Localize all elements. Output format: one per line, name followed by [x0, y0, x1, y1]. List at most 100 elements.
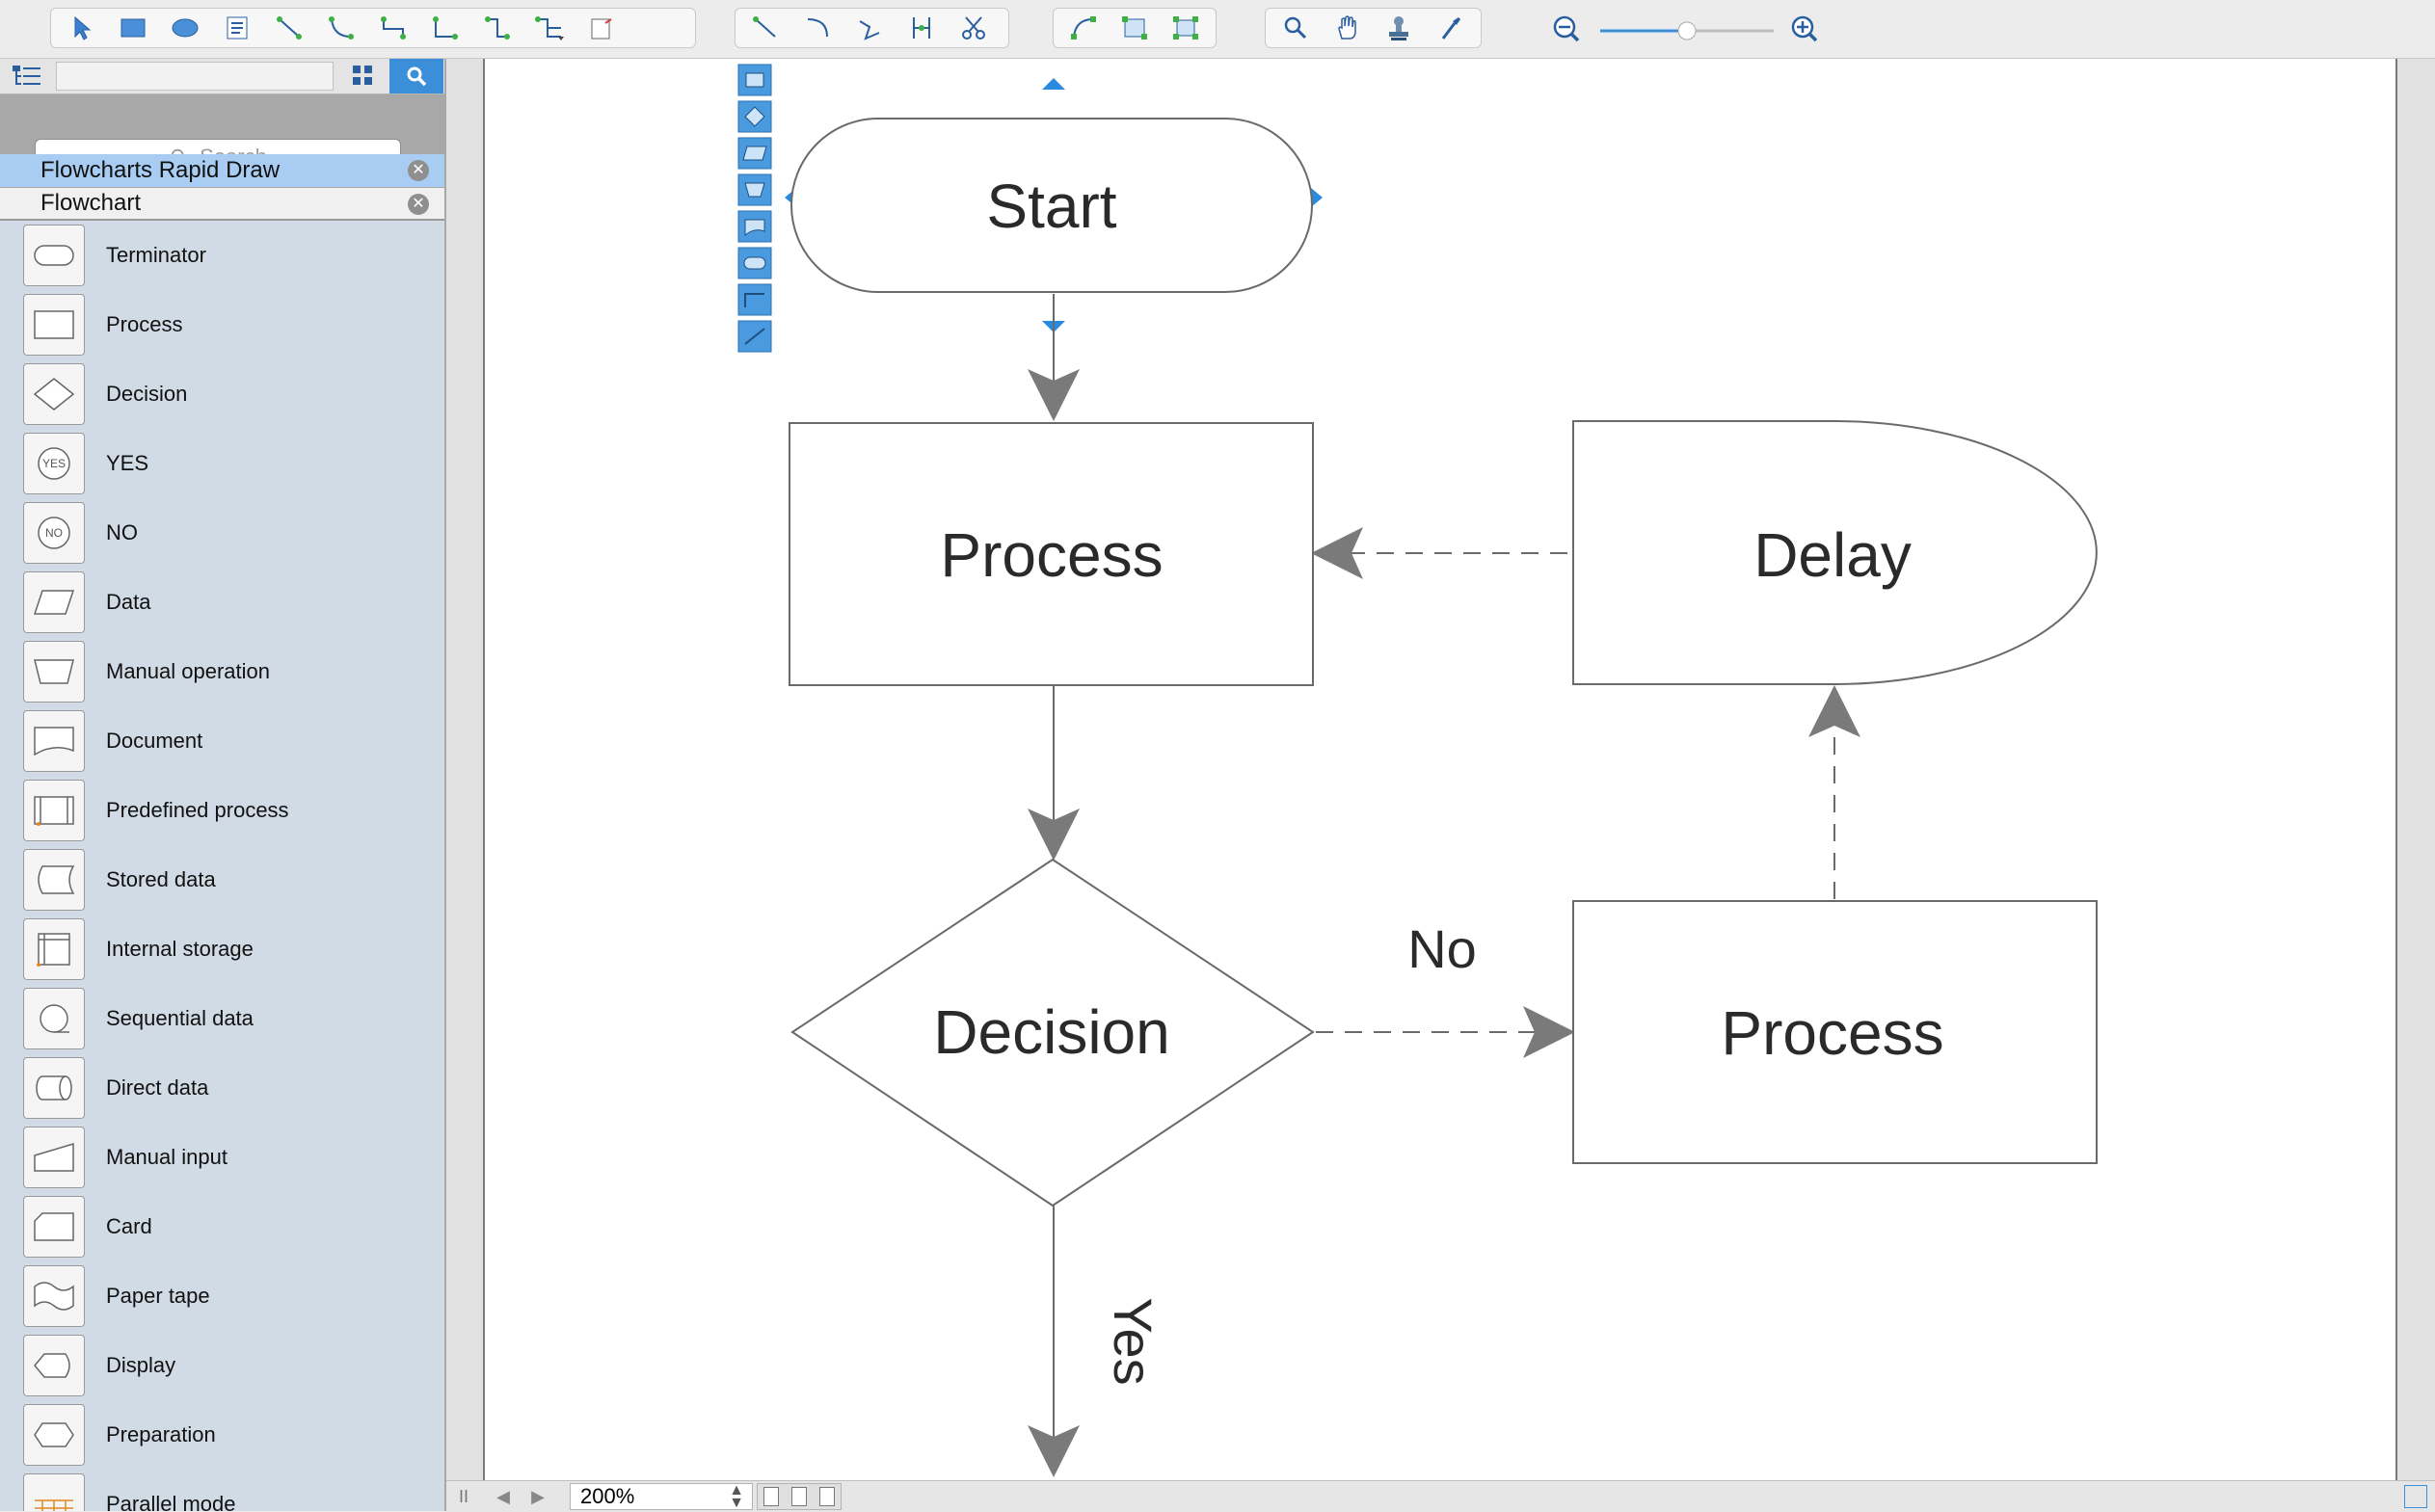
shape-item-yes[interactable]: YES YES — [0, 429, 444, 498]
zoom-out-icon[interactable] — [1553, 15, 1580, 42]
zoom-value: 200% — [580, 1484, 635, 1508]
direct-connector-icon[interactable] — [263, 9, 315, 47]
zoom-tool-icon[interactable] — [1270, 9, 1322, 47]
shape-label: Parallel mode — [106, 1492, 236, 1511]
internal-storage-icon — [23, 918, 85, 980]
zoom-in-icon[interactable] — [1791, 15, 1818, 42]
library-item-flowcharts-rapid-draw[interactable]: Flowcharts Rapid Draw ✕ — [0, 154, 444, 187]
decision-shape[interactable] — [790, 858, 1315, 1207]
drawing-page[interactable]: Start Process Delay Decision Process No … — [483, 59, 2397, 1480]
delay-shape[interactable] — [1572, 420, 2098, 685]
hand-tool-icon[interactable] — [1322, 9, 1374, 47]
polyline-tool-icon[interactable] — [843, 9, 896, 47]
stamp-tool-icon[interactable] — [1374, 9, 1426, 47]
group-tool-icon[interactable] — [1161, 9, 1212, 47]
shape-item-sequential-data[interactable]: Sequential data — [0, 984, 444, 1053]
yes-icon: YES — [23, 433, 85, 494]
process-icon — [23, 294, 85, 356]
close-icon[interactable]: ✕ — [408, 194, 429, 215]
shape-label: Document — [106, 729, 203, 753]
shape-item-manual-input[interactable]: Manual input — [0, 1123, 444, 1192]
insert-object-icon[interactable] — [575, 9, 628, 47]
shape-item-direct-data[interactable]: Direct data — [0, 1053, 444, 1123]
pause-icon[interactable]: II — [458, 1487, 468, 1506]
manual-operation-icon — [23, 641, 85, 703]
process-shape-2[interactable] — [1572, 900, 2098, 1164]
round-connector-icon[interactable] — [471, 9, 523, 47]
page-thumb-icon — [790, 1487, 807, 1506]
shape-item-predefined-process[interactable]: Predefined process — [0, 776, 444, 845]
process-shape[interactable] — [789, 422, 1314, 686]
chain-tools-group — [1053, 8, 1217, 48]
zoom-select[interactable]: 200% ▲▼ — [570, 1482, 753, 1511]
shape-item-parallel-mode[interactable]: Parallel mode — [0, 1470, 444, 1511]
page-prev-icon[interactable]: ◀ — [496, 1487, 510, 1506]
data-icon — [23, 571, 85, 633]
ellipse-tool-icon[interactable] — [159, 9, 211, 47]
tree-connector-icon[interactable] — [523, 9, 575, 47]
smart-connector-icon[interactable] — [367, 9, 419, 47]
close-icon[interactable]: ✕ — [408, 160, 429, 181]
shape-label: Predefined process — [106, 798, 289, 822]
scissors-tool-icon[interactable] — [948, 9, 1000, 47]
curve-connector-icon[interactable] — [419, 9, 471, 47]
shape-item-document[interactable]: Document — [0, 706, 444, 776]
bezier-tool-icon[interactable] — [896, 9, 948, 47]
shape-label: Process — [106, 312, 183, 336]
selection-handle-right[interactable] — [1311, 188, 1323, 207]
shape-label: Paper tape — [106, 1284, 210, 1308]
chevron-updown-icon: ▲▼ — [729, 1482, 744, 1511]
line-tool-icon[interactable] — [739, 9, 791, 47]
shape-label: Direct data — [106, 1075, 209, 1100]
page-next-icon[interactable]: ▶ — [531, 1487, 545, 1506]
fit-page-icon[interactable] — [2404, 1485, 2427, 1508]
shape-item-decision[interactable]: Decision — [0, 359, 444, 429]
library-item-flowchart[interactable]: Flowchart ✕ — [0, 188, 444, 221]
zoom-slider-knob[interactable] — [1677, 21, 1697, 40]
shape-item-no[interactable]: NO NO — [0, 498, 444, 568]
shape-item-preparation[interactable]: Preparation — [0, 1400, 444, 1470]
library-label: Flowcharts Rapid Draw — [40, 157, 281, 183]
shape-item-stored-data[interactable]: Stored data — [0, 845, 444, 915]
arc-tool-icon[interactable] — [791, 9, 843, 47]
rectangle-tool-icon[interactable] — [107, 9, 159, 47]
toolbar — [0, 0, 2435, 59]
sidebar-header — [0, 59, 444, 94]
shape-label: YES — [106, 451, 149, 475]
shape-item-terminator[interactable]: Terminator — [0, 221, 444, 290]
terminator-shape[interactable] — [790, 118, 1313, 293]
canvas-area[interactable]: Start Process Delay Decision Process No … — [446, 59, 2435, 1480]
shape-glyph: NO — [45, 526, 63, 540]
sidebar-filter-field[interactable] — [56, 62, 334, 91]
direct-data-icon — [23, 1057, 85, 1119]
library-sidebar: Search Flowcharts Rapid Draw ✕ Flowchart… — [0, 59, 446, 1511]
select-pointer-icon[interactable] — [55, 9, 107, 47]
page-thumb-icon — [763, 1487, 780, 1506]
shape-item-manual-operation[interactable]: Manual operation — [0, 637, 444, 706]
text-tool-icon[interactable] — [211, 9, 263, 47]
yes-label: Yes — [1103, 1297, 1164, 1385]
tree-tool-icon[interactable] — [1109, 9, 1160, 47]
decision-icon — [23, 363, 85, 425]
arc-connector-icon[interactable] — [315, 9, 367, 47]
chain-tool-icon[interactable] — [1057, 9, 1109, 47]
shape-label: NO — [106, 520, 138, 544]
shape-label: Card — [106, 1214, 152, 1238]
rapid-draw-connector[interactable] — [737, 283, 772, 316]
drawing-tools-group — [50, 8, 696, 48]
shape-item-internal-storage[interactable]: Internal storage — [0, 915, 444, 984]
sequential-data-icon — [23, 988, 85, 1049]
eyedropper-tool-icon[interactable] — [1425, 9, 1477, 47]
predefined-process-icon — [23, 780, 85, 841]
shape-item-card[interactable]: Card — [0, 1192, 444, 1261]
card-icon — [23, 1196, 85, 1258]
tree-view-icon[interactable] — [10, 63, 44, 90]
shape-item-paper-tape[interactable]: Paper tape — [0, 1261, 444, 1331]
search-mode-icon[interactable] — [389, 59, 443, 93]
selection-handle-top[interactable] — [1042, 78, 1065, 90]
grid-view-icon[interactable] — [339, 62, 386, 89]
shape-item-process[interactable]: Process — [0, 290, 444, 359]
page-thumbnails[interactable] — [757, 1483, 842, 1510]
shape-item-display[interactable]: Display — [0, 1331, 444, 1400]
shape-item-data[interactable]: Data — [0, 568, 444, 637]
